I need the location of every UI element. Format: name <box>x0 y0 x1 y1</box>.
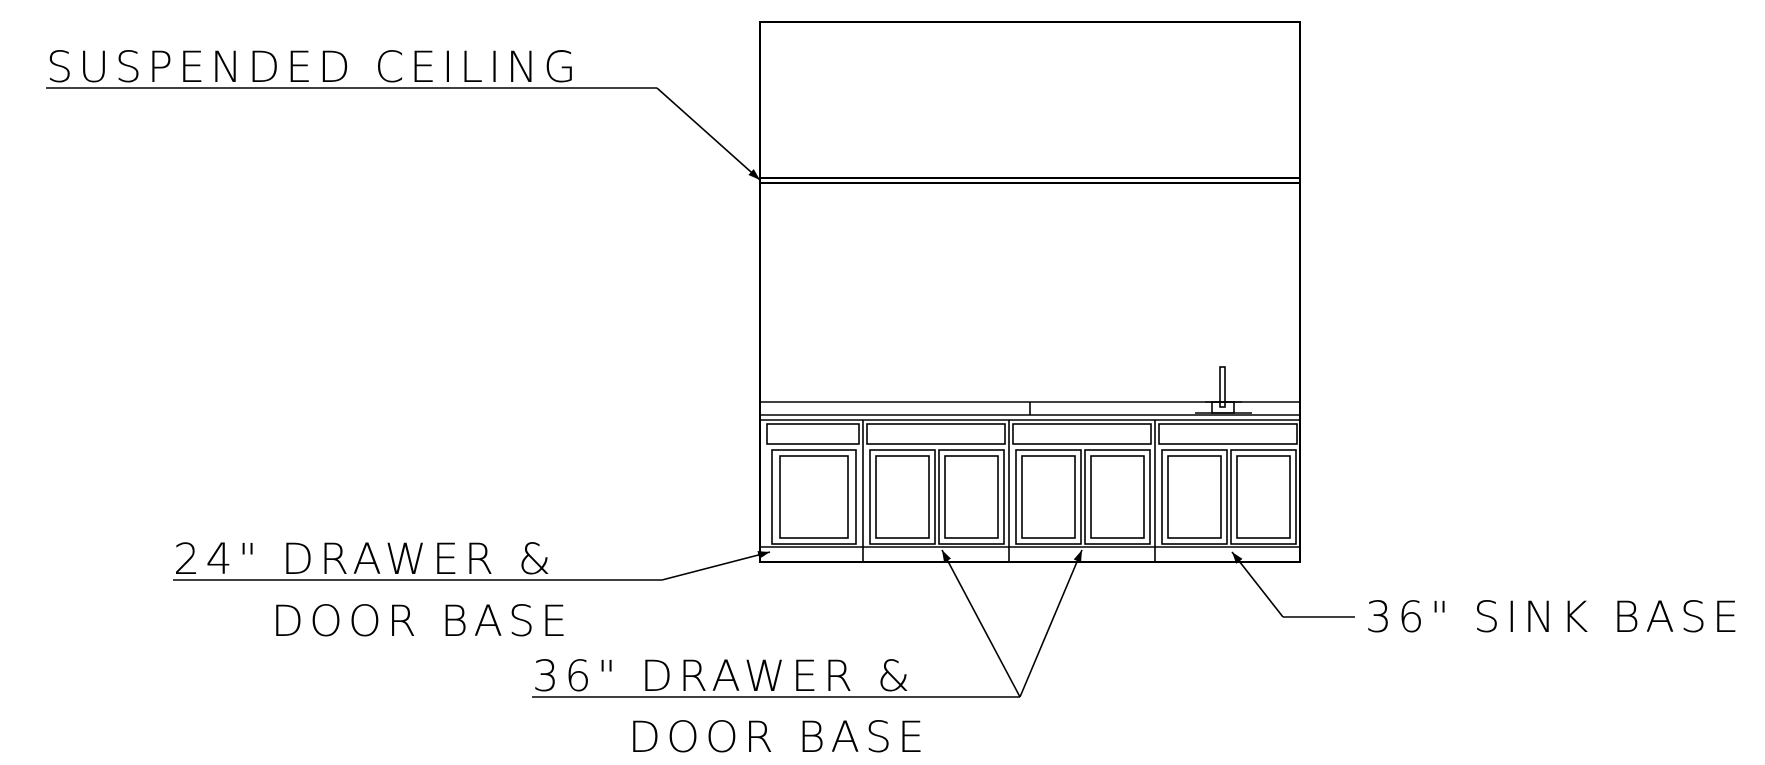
faucet <box>1195 366 1252 414</box>
label-drawer24-line1: 24" DRAWER & <box>173 535 556 585</box>
leader-sink36 <box>1231 551 1284 618</box>
wall-outline <box>759 21 1301 563</box>
door-sink-left-panel <box>1167 455 1222 539</box>
door-24 <box>771 449 857 545</box>
base-cabinets <box>760 420 1300 563</box>
drawer-24 <box>766 423 860 445</box>
sink-false-front <box>1158 423 1298 445</box>
door-sink-left <box>1161 449 1228 545</box>
door-sink-right <box>1230 449 1297 545</box>
leader-drawer36-a <box>941 549 1021 698</box>
door-36b-right-panel <box>1090 455 1145 539</box>
drawer-fronts <box>766 423 1298 445</box>
leaders <box>46 87 1355 698</box>
countertop <box>760 401 1300 421</box>
drawer-36-b <box>1012 423 1152 445</box>
faucet-spout <box>1219 366 1226 408</box>
label-suspended-ceiling: SUSPENDED CEILING <box>46 43 581 93</box>
door-fronts <box>771 449 1297 545</box>
label-drawer24-line2: DOOR BASE <box>271 597 572 647</box>
labels: SUSPENDED CEILING 24" DRAWER & DOOR BASE… <box>46 43 1744 763</box>
door-36a-right <box>938 449 1005 545</box>
door-36b-left <box>1015 449 1082 545</box>
drawer-36-a <box>866 423 1006 445</box>
label-drawer36-line1: 36" DRAWER & <box>532 652 915 702</box>
leader-drawer36-b <box>1019 549 1083 698</box>
door-36a-left-panel <box>875 455 930 539</box>
door-36a-left <box>869 449 936 545</box>
door-sink-right-panel <box>1236 455 1291 539</box>
door-24-panel <box>779 455 849 539</box>
door-36b-left-panel <box>1021 455 1076 539</box>
label-drawer36-line2: DOOR BASE <box>628 713 929 763</box>
door-36b-right <box>1084 449 1151 545</box>
label-sink36: 36" SINK BASE <box>1365 593 1744 643</box>
leader-suspended-ceiling <box>656 87 761 181</box>
leader-drawer24 <box>661 551 771 581</box>
wall-elevation <box>759 21 1301 563</box>
door-36a-right-panel <box>944 455 999 539</box>
